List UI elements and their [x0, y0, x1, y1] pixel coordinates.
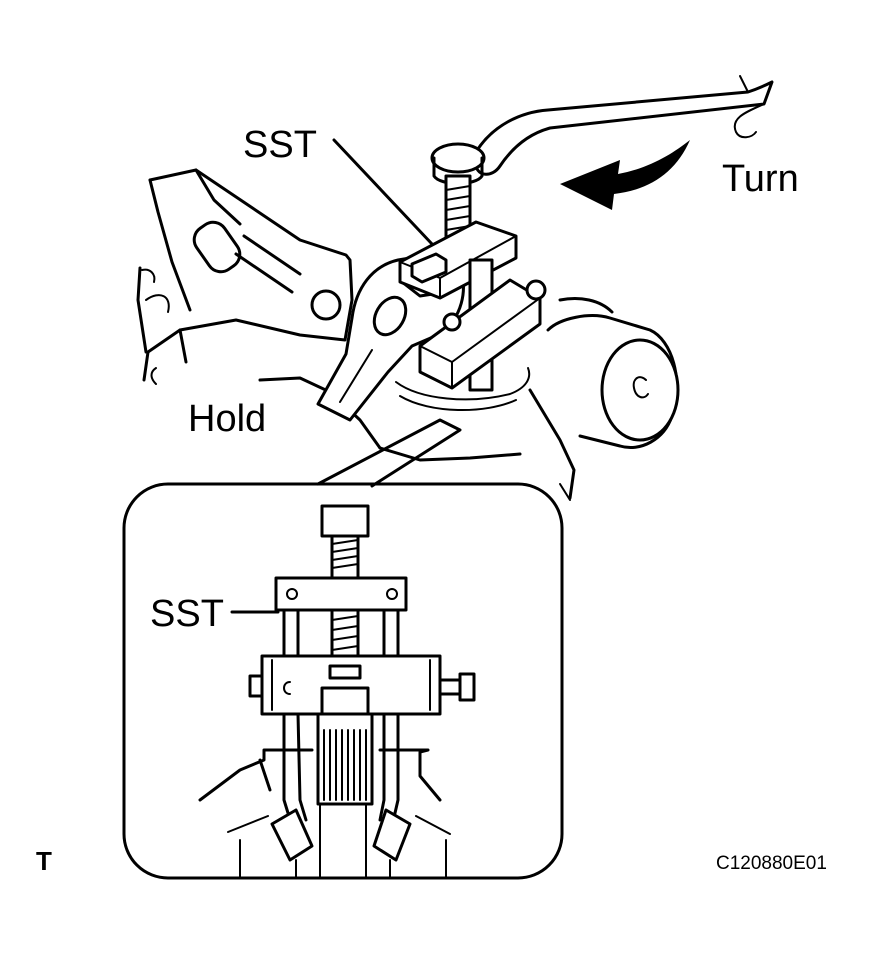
turn-direction-arrow	[560, 140, 690, 210]
detail-clamp-knob	[248, 674, 264, 698]
bracket-bolt-head	[192, 220, 242, 274]
sst-label-inset: SST	[150, 593, 224, 635]
wrench-jaw-pin	[372, 295, 408, 337]
figure-code-label: C120880E01	[716, 853, 827, 874]
detail-left-jaw	[270, 808, 314, 862]
sst-puller-detail	[198, 504, 476, 879]
mounting-bracket	[136, 168, 354, 385]
knuckle-body	[258, 297, 680, 501]
detail-right-leg	[382, 608, 400, 658]
turn-label: Turn	[722, 158, 799, 200]
wrench-ring	[430, 142, 486, 174]
detail-right-jaw	[372, 808, 412, 862]
callout-tail	[316, 418, 462, 488]
hub-boss	[600, 338, 680, 442]
detail-clamp-bolt-head	[458, 672, 476, 702]
sst-puller-upper	[395, 174, 547, 411]
clamp-bolt	[525, 279, 547, 301]
detail-adapter	[320, 686, 370, 716]
clamp-pin	[442, 312, 462, 332]
sst-top-leader-line	[332, 138, 434, 246]
detail-inset-frame	[122, 482, 564, 880]
bracket-nut	[310, 289, 342, 321]
corner-mark-label: T	[36, 846, 52, 876]
sst-label-top: SST	[243, 124, 317, 166]
detail-splined-shaft	[316, 712, 374, 806]
hold-label: Hold	[188, 398, 267, 440]
bracket-bolt-shaft	[234, 234, 302, 294]
detail-clamp-bolt	[438, 678, 462, 696]
crossbar-block	[410, 252, 448, 284]
detail-left-leg	[282, 608, 300, 658]
detail-screw-head	[320, 504, 370, 538]
detail-screw-tip	[328, 664, 362, 680]
